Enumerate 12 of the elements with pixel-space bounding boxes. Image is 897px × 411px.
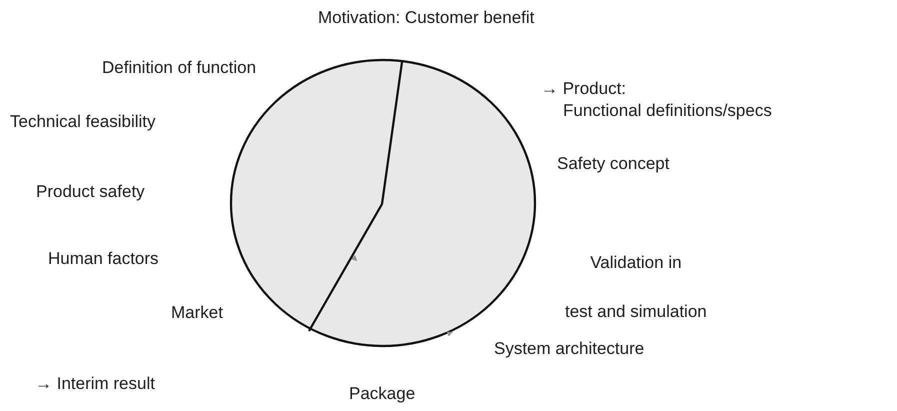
phase-label: Definition of function	[102, 58, 256, 78]
phase-label: Human factors	[48, 249, 159, 269]
result-note: → Interim result	[35, 374, 155, 394]
result-note: → Product: Functional definitions/specs	[541, 78, 772, 122]
phase-label: Safety concept	[557, 154, 670, 174]
phase-label: Package	[349, 384, 416, 404]
phase-label: System architecture	[494, 339, 644, 359]
phase-label: Technical feasibility	[10, 112, 156, 132]
phase-label: Product safety	[36, 182, 145, 202]
heading-label: Motivation: Customer benefit	[318, 8, 534, 28]
phase-label: Market	[171, 303, 223, 323]
phase-label: Validation in test and simulation	[565, 252, 707, 323]
